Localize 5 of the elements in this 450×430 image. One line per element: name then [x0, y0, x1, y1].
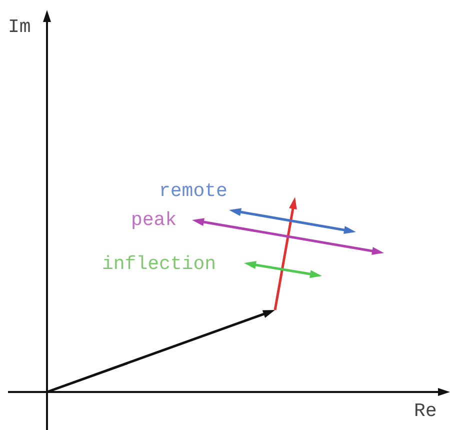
curve-label: remote — [159, 182, 228, 201]
axis-label: Re — [414, 402, 437, 421]
axis-label: Im — [8, 18, 31, 37]
curve-label: peak — [131, 211, 177, 230]
curve-label: inflection — [102, 255, 216, 274]
